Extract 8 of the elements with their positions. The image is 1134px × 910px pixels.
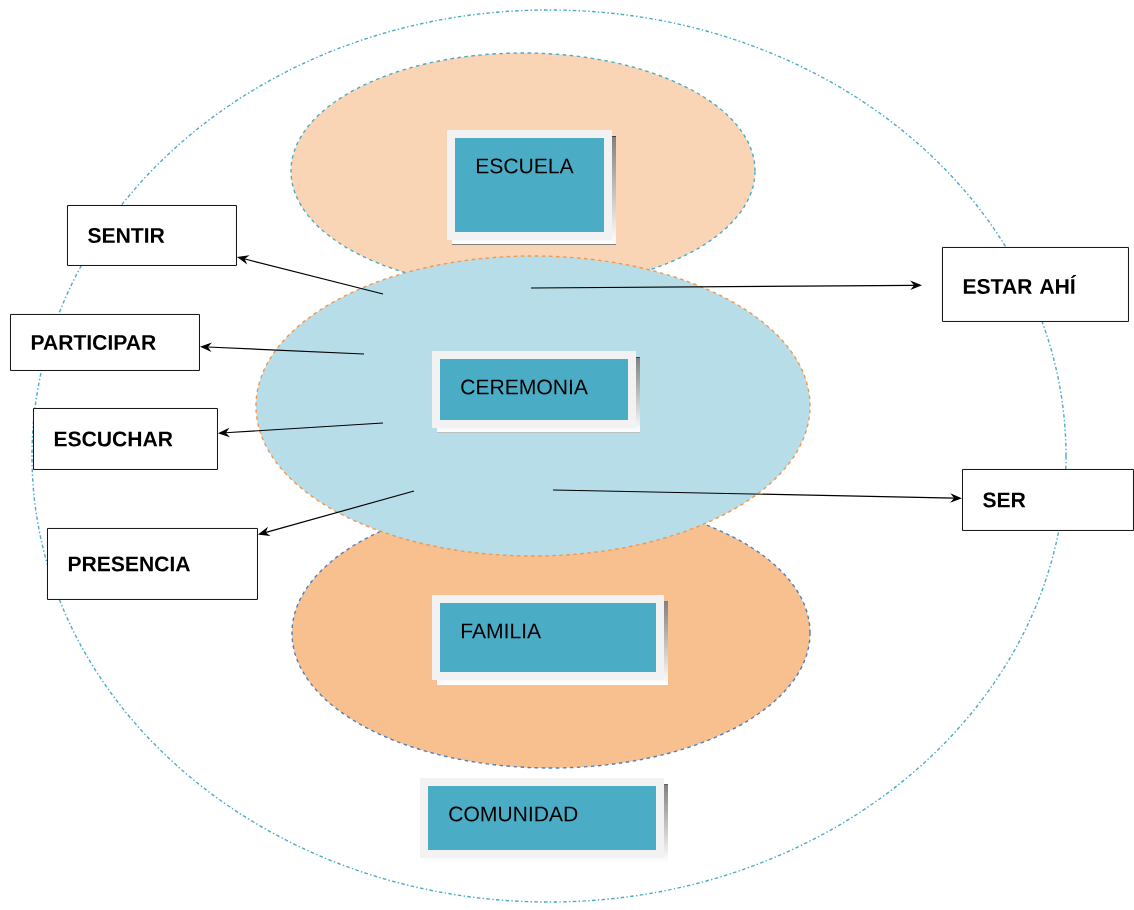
word-box: SER bbox=[962, 469, 1134, 531]
label-box: CEREMONIA bbox=[432, 351, 640, 433]
label-box: COMUNIDAD bbox=[420, 778, 668, 863]
label-box: ESCUELA bbox=[447, 130, 616, 245]
node-label: SER bbox=[983, 492, 1026, 508]
word-box: ESTAR AHÍ bbox=[942, 247, 1129, 322]
label-box: FAMILIA bbox=[432, 595, 668, 685]
word-box: PARTICIPAR bbox=[10, 314, 200, 371]
